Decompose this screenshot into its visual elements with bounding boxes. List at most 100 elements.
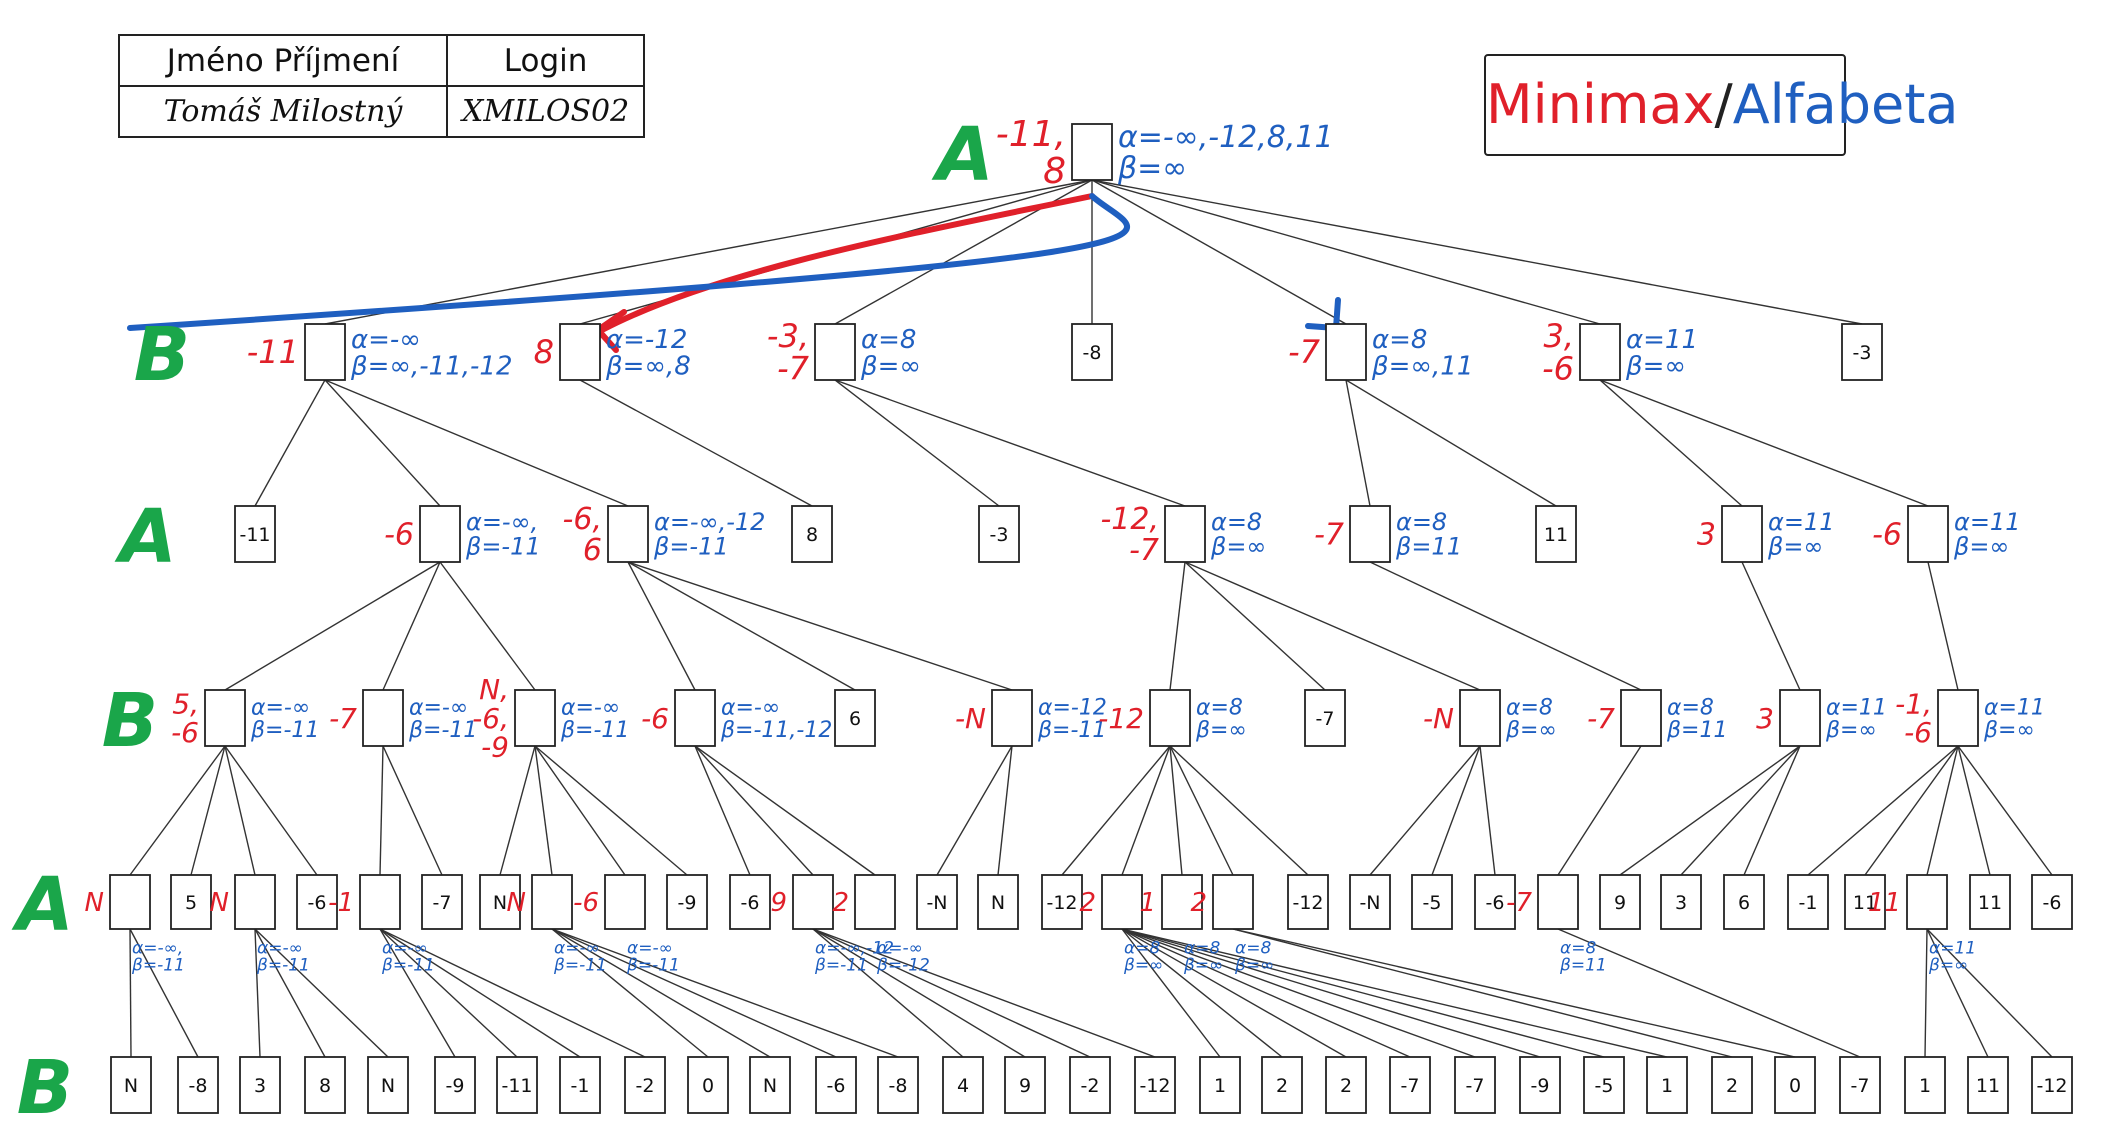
node-value: -12 <box>1139 1075 1170 1097</box>
minimax-value: 5, <box>172 688 199 721</box>
node-value: 1 <box>1214 1075 1226 1097</box>
node-value: 8 <box>319 1075 331 1097</box>
minimax-value: N, <box>479 673 509 706</box>
tree-edge <box>129 928 132 1058</box>
tree-edge <box>1431 745 1481 876</box>
alphabeta-bounds: α=8 <box>1235 938 1271 958</box>
tree-edge <box>812 928 964 1058</box>
tree-node <box>1907 505 1949 563</box>
minimax-value: N <box>210 888 229 918</box>
tree-edge <box>936 745 1013 876</box>
alphabeta-bounds: α=11 <box>1954 508 2020 536</box>
tree-edge <box>254 928 261 1058</box>
node-value: -11 <box>239 524 270 546</box>
node-value: 3 <box>254 1075 266 1097</box>
tree-edges <box>129 179 2053 1058</box>
minimax-value: -12 <box>1098 702 1144 735</box>
tree-edge <box>324 379 441 507</box>
node-value: -8 <box>889 1075 908 1097</box>
tree-edge <box>1345 379 1557 507</box>
tree-node <box>1721 505 1763 563</box>
alphabeta-bounds: β=∞ <box>1928 956 1968 976</box>
level-label: A <box>114 494 176 580</box>
tree-node <box>1519 1056 1561 1114</box>
tree-node <box>514 689 556 747</box>
node-value: -12 <box>1046 892 1077 914</box>
tree-node <box>362 689 404 747</box>
tree-node <box>834 689 876 747</box>
tree-edge <box>1807 745 1959 876</box>
tree-edge <box>1121 928 1411 1058</box>
tree-node <box>604 874 646 930</box>
tree-node <box>239 1056 281 1114</box>
title-alfabeta: Alfabeta <box>1732 73 1959 136</box>
node-value: -7 <box>1401 1075 1420 1097</box>
tree-node <box>1841 323 1883 381</box>
minimax-value: -1 <box>328 888 354 918</box>
level-label: A <box>11 862 73 948</box>
tree-edge <box>379 928 518 1058</box>
minimax-value: -6 <box>384 518 414 553</box>
tree-node <box>434 1056 476 1114</box>
minimax-value: N <box>85 888 104 918</box>
alphabeta-bounds: α=-∞ <box>351 325 421 355</box>
tree-node <box>1583 1056 1625 1114</box>
alphabeta-bounds: α=8 <box>861 325 916 355</box>
alphabeta-bounds: α=-12 <box>1038 695 1107 720</box>
tree-node <box>1199 1056 1241 1114</box>
student-login: XMILOS02 <box>445 85 646 138</box>
tree-edge <box>1184 561 1326 691</box>
minimax-value: -N <box>1423 702 1454 735</box>
node-value: N <box>763 1075 777 1097</box>
tree-node <box>687 1056 729 1114</box>
alphabeta-bounds: β=∞ <box>1825 718 1877 743</box>
tree-edge <box>379 745 384 876</box>
tree-node <box>877 1056 919 1114</box>
tree-edge <box>382 745 443 876</box>
level-label: B <box>102 678 158 764</box>
tree-node <box>815 1056 857 1114</box>
node-value: -N <box>926 892 947 914</box>
tree-node <box>1599 874 1641 930</box>
tree-node <box>666 874 708 930</box>
alphabeta-bounds: α=-∞ <box>627 938 673 958</box>
tree-edge <box>1741 561 1801 691</box>
alphabeta-bounds: β=∞,11 <box>1371 351 1473 381</box>
tree-edge <box>834 379 1000 507</box>
tree-edge <box>224 745 318 876</box>
tree-node <box>1071 323 1113 381</box>
minimax-best-move-arrow <box>599 193 1095 333</box>
minimax-value: 3 <box>1756 702 1774 735</box>
alphabeta-bounds: α=-∞ <box>561 695 620 720</box>
alphabeta-bounds: α=11 <box>1984 695 2045 720</box>
alphabeta-bounds: β=∞ <box>1953 533 2009 561</box>
node-value: -2 <box>636 1075 655 1097</box>
tree-node <box>1969 874 2011 930</box>
tree-node <box>1579 323 1621 381</box>
tree-node <box>1660 874 1702 930</box>
tree-node <box>1161 874 1203 930</box>
alphabeta-bounds: β=∞ <box>1123 956 1163 976</box>
tree-edge <box>1091 179 1347 325</box>
alphabeta-bounds: β=-11,-12 <box>720 718 832 743</box>
alphabeta-bounds: α=-∞,-12 <box>815 938 894 958</box>
node-value: 1 <box>1661 1075 1673 1097</box>
minimax-value: -6 <box>573 888 599 918</box>
node-value: 5 <box>185 892 197 914</box>
node-value: 1 <box>1919 1075 1931 1097</box>
node-value: 4 <box>957 1075 969 1097</box>
tree-node <box>1906 874 1948 930</box>
tree-edge <box>1184 561 1481 691</box>
node-value: 9 <box>1019 1075 1031 1097</box>
alphabeta-bounds: α=-∞,-12 <box>654 508 765 536</box>
tree-edge <box>379 928 646 1058</box>
title-box: Minimax/Alfabeta <box>1484 54 1959 156</box>
minimax-value: 8 <box>1043 151 1066 192</box>
tree-node <box>1459 689 1501 747</box>
tree-node <box>1287 874 1329 930</box>
tree-node <box>1646 1056 1688 1114</box>
name-login-table: Jméno Příjmení Login Tomáš Milostný XMIL… <box>118 34 646 138</box>
node-value: -7 <box>433 892 452 914</box>
